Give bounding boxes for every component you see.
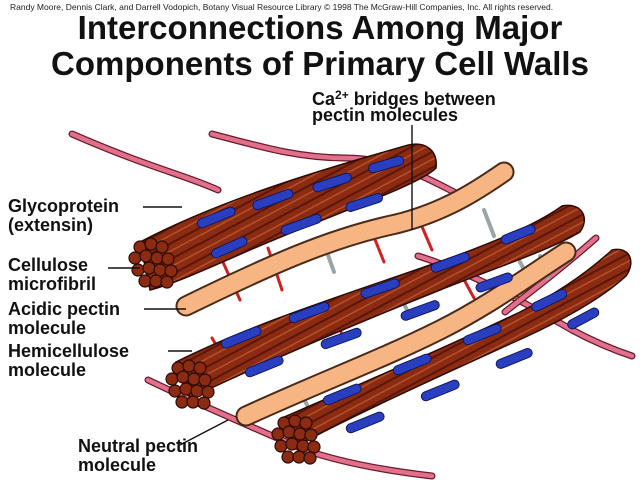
neutral-pectin-label-line2: molecule bbox=[78, 455, 157, 475]
calcium-bridges-label-line2: pectin molecules bbox=[312, 105, 459, 125]
hemicellulose-label: Hemicellulose bbox=[8, 341, 130, 361]
neutral-pectin-label: Neutral pectin bbox=[78, 436, 199, 456]
leader-lines bbox=[108, 125, 413, 446]
page-title-line2: Components of Primary Cell Walls bbox=[51, 45, 589, 82]
glycoprotein-label: Glycoprotein bbox=[8, 196, 120, 216]
page-title-line1: Interconnections Among Major bbox=[77, 9, 563, 46]
hemicellulose-label-line2: molecule bbox=[8, 360, 87, 380]
cellulose-label: Cellulose bbox=[8, 255, 89, 275]
acidic-pectin-rods bbox=[175, 161, 577, 427]
cellulose-label-line2: microfibril bbox=[8, 274, 97, 294]
copyright-credit: Randy Moore, Dennis Clark, and Darrell V… bbox=[10, 2, 554, 12]
cellulose-microfibril-3 bbox=[271, 248, 632, 465]
glycoprotein-label-line2: (extensin) bbox=[8, 215, 94, 235]
cellulose-microfibril-2 bbox=[165, 204, 585, 410]
acidic-pectin-label-line2: molecule bbox=[8, 318, 87, 338]
acidic-pectin-label: Acidic pectin bbox=[8, 299, 121, 319]
calcium-bridges-label: Ca2+ bridges between bbox=[312, 88, 496, 109]
cellulose-microfibril-1 bbox=[128, 143, 437, 291]
